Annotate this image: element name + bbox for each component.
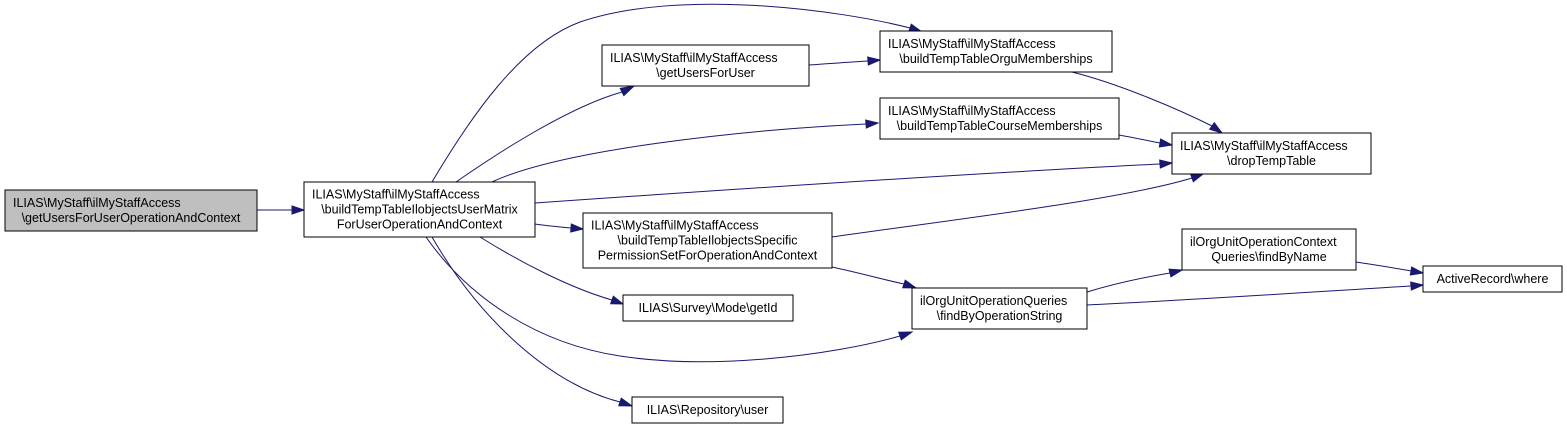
node-box [622, 294, 794, 322]
node-build-temp-table-ilobjects-user-matrix[interactable]: ILIAS\MyStaff\ilMyStaffAccess\buildTempT… [303, 181, 536, 238]
node-survey-mode-get-id[interactable]: ILIAS\Survey\Mode\getId [622, 294, 794, 322]
edge-n1-n4 [491, 119, 880, 183]
node-get-users-for-user-operation-and-context[interactable]: ILIAS\MyStaff\ilMyStaffAccess\getUsersFo… [4, 189, 258, 232]
node-find-by-operation-string[interactable]: ilOrgUnitOperationQueries\findByOperatio… [911, 287, 1088, 330]
edge-arrowhead [902, 279, 918, 289]
edge-arrowhead [1208, 121, 1224, 134]
edge-arrowhead [1409, 266, 1425, 276]
edge-n10-n11 [1355, 261, 1425, 276]
node-label-line: \buildTempTableOrguMemberships [899, 52, 1092, 66]
edge-arrowhead [867, 56, 882, 66]
node-build-temp-table-orgu-memberships[interactable]: ILIAS\MyStaff\ilMyStaffAccess\buildTempT… [879, 30, 1113, 73]
edges-layer [256, 3, 1425, 407]
node-box [631, 396, 784, 424]
edge-line [1355, 261, 1412, 272]
edge-n1-n6 [534, 223, 585, 233]
node-build-temp-table-course-memberships[interactable]: ILIAS\MyStaff\ilMyStaffAccess\buildTempT… [879, 97, 1120, 140]
node-label-line: Queries\findByName [1211, 250, 1326, 264]
edge-n1-n2 [455, 85, 636, 183]
edge-n2-n3 [808, 56, 882, 66]
edge-line [534, 223, 572, 229]
node-label-line: ilOrgUnitOperationQueries [920, 294, 1067, 308]
node-box [582, 212, 833, 269]
edge-line [1118, 134, 1161, 144]
edge-line [455, 91, 623, 183]
node-label-line: \findByOperationString [937, 309, 1063, 323]
edge-n6-n5 [831, 173, 1205, 238]
edge-arrowhead [570, 223, 585, 233]
node-label-line: ActiveRecord\where [1437, 272, 1549, 286]
node-label-line: \buildTempTableIlobjectsSpecific [618, 234, 798, 248]
edge-n1-n8 [431, 236, 634, 407]
edge-n1-n3 [431, 3, 924, 183]
node-build-temp-table-ilobjects-specific-permission-set[interactable]: ILIAS\MyStaff\ilMyStaffAccess\buildTempT… [582, 212, 833, 269]
edge-arrowhead [1159, 159, 1174, 169]
edge-arrowhead [1158, 138, 1174, 148]
edge-n4-n5 [1118, 134, 1174, 148]
edge-line [534, 163, 1161, 204]
edge-line [831, 177, 1193, 238]
edge-line [1086, 285, 1412, 306]
node-label-line: ILIAS\MyStaff\ilMyStaffAccess [1180, 139, 1348, 153]
node-box [4, 189, 258, 232]
edge-line [479, 236, 613, 301]
edge-arrowhead [619, 85, 636, 97]
node-label-line: \buildTempTableIlobjectsUserMatrix [321, 203, 518, 217]
node-box [1181, 228, 1357, 271]
node-label-line: ILIAS\MyStaff\ilMyStaffAccess [610, 51, 778, 65]
edge-n1-n7 [479, 236, 625, 305]
node-label-line: ILIAS\MyStaff\ilMyStaffAccess [888, 37, 1056, 51]
node-label-line: ILIAS\MyStaff\ilMyStaffAccess [888, 104, 1056, 118]
edge-n9-n10 [1086, 268, 1184, 293]
node-box [1422, 265, 1563, 293]
node-label-line: PermissionSetForOperationAndContext [598, 249, 818, 263]
node-label-line: ilOrgUnitOperationContext [1190, 235, 1337, 249]
edge-line [1086, 272, 1171, 293]
edge-arrowhead [865, 119, 880, 129]
node-box [601, 44, 810, 87]
edge-n1-n5 [534, 159, 1174, 204]
node-label-line: \getUsersForUserOperationAndContext [22, 211, 241, 225]
edge-line [425, 236, 901, 363]
edge-line [431, 3, 911, 183]
node-label-line: ForUserOperationAndContext [337, 218, 503, 232]
edge-line [831, 266, 905, 285]
edge-arrowhead [609, 295, 625, 305]
edge-n3-n5 [1071, 71, 1224, 134]
node-label-line: ILIAS\MyStaff\ilMyStaffAccess [13, 196, 181, 210]
edge-line [1071, 71, 1213, 127]
edge-arrowhead [1168, 268, 1184, 278]
edge-arrowhead [291, 205, 306, 215]
node-label-line: ILIAS\MyStaff\ilMyStaffAccess [312, 188, 480, 202]
node-repository-user[interactable]: ILIAS\Repository\user [631, 396, 784, 424]
edge-n1-n9 [425, 236, 914, 363]
node-get-users-for-user[interactable]: ILIAS\MyStaff\ilMyStaffAccess\getUsersFo… [601, 44, 810, 87]
edge-arrowhead [1410, 281, 1425, 291]
node-label-line: ILIAS\Survey\Mode\getId [639, 301, 778, 315]
node-box [303, 181, 536, 238]
node-box [879, 97, 1120, 140]
edge-n6-n9 [831, 266, 918, 289]
edge-n9-n11 [1086, 281, 1425, 306]
node-label-line: \getUsersForUser [656, 66, 755, 80]
node-drop-temp-table[interactable]: ILIAS\MyStaff\ilMyStaffAccess\dropTempTa… [1171, 132, 1372, 175]
nodes-layer: ILIAS\MyStaff\ilMyStaffAccess\getUsersFo… [4, 30, 1563, 424]
edge-arrowhead [618, 397, 634, 407]
edge-line [431, 236, 621, 403]
edge-line [808, 60, 869, 66]
node-label-line: ILIAS\MyStaff\ilMyStaffAccess [591, 219, 759, 233]
node-box [911, 287, 1088, 330]
node-find-by-name[interactable]: ilOrgUnitOperationContextQueries\findByN… [1181, 228, 1357, 271]
node-box [1171, 132, 1372, 175]
edge-line [491, 123, 867, 183]
edge-n0-n1 [256, 205, 306, 215]
node-label-line: ILIAS\Repository\user [647, 403, 769, 417]
edge-arrowhead [898, 331, 914, 341]
node-label-line: \buildTempTableCourseMemberships [897, 119, 1103, 133]
node-label-line: \dropTempTable [1227, 154, 1316, 168]
node-box [879, 30, 1113, 73]
edge-arrowhead [1189, 173, 1205, 183]
node-active-record-where[interactable]: ActiveRecord\where [1422, 265, 1563, 293]
